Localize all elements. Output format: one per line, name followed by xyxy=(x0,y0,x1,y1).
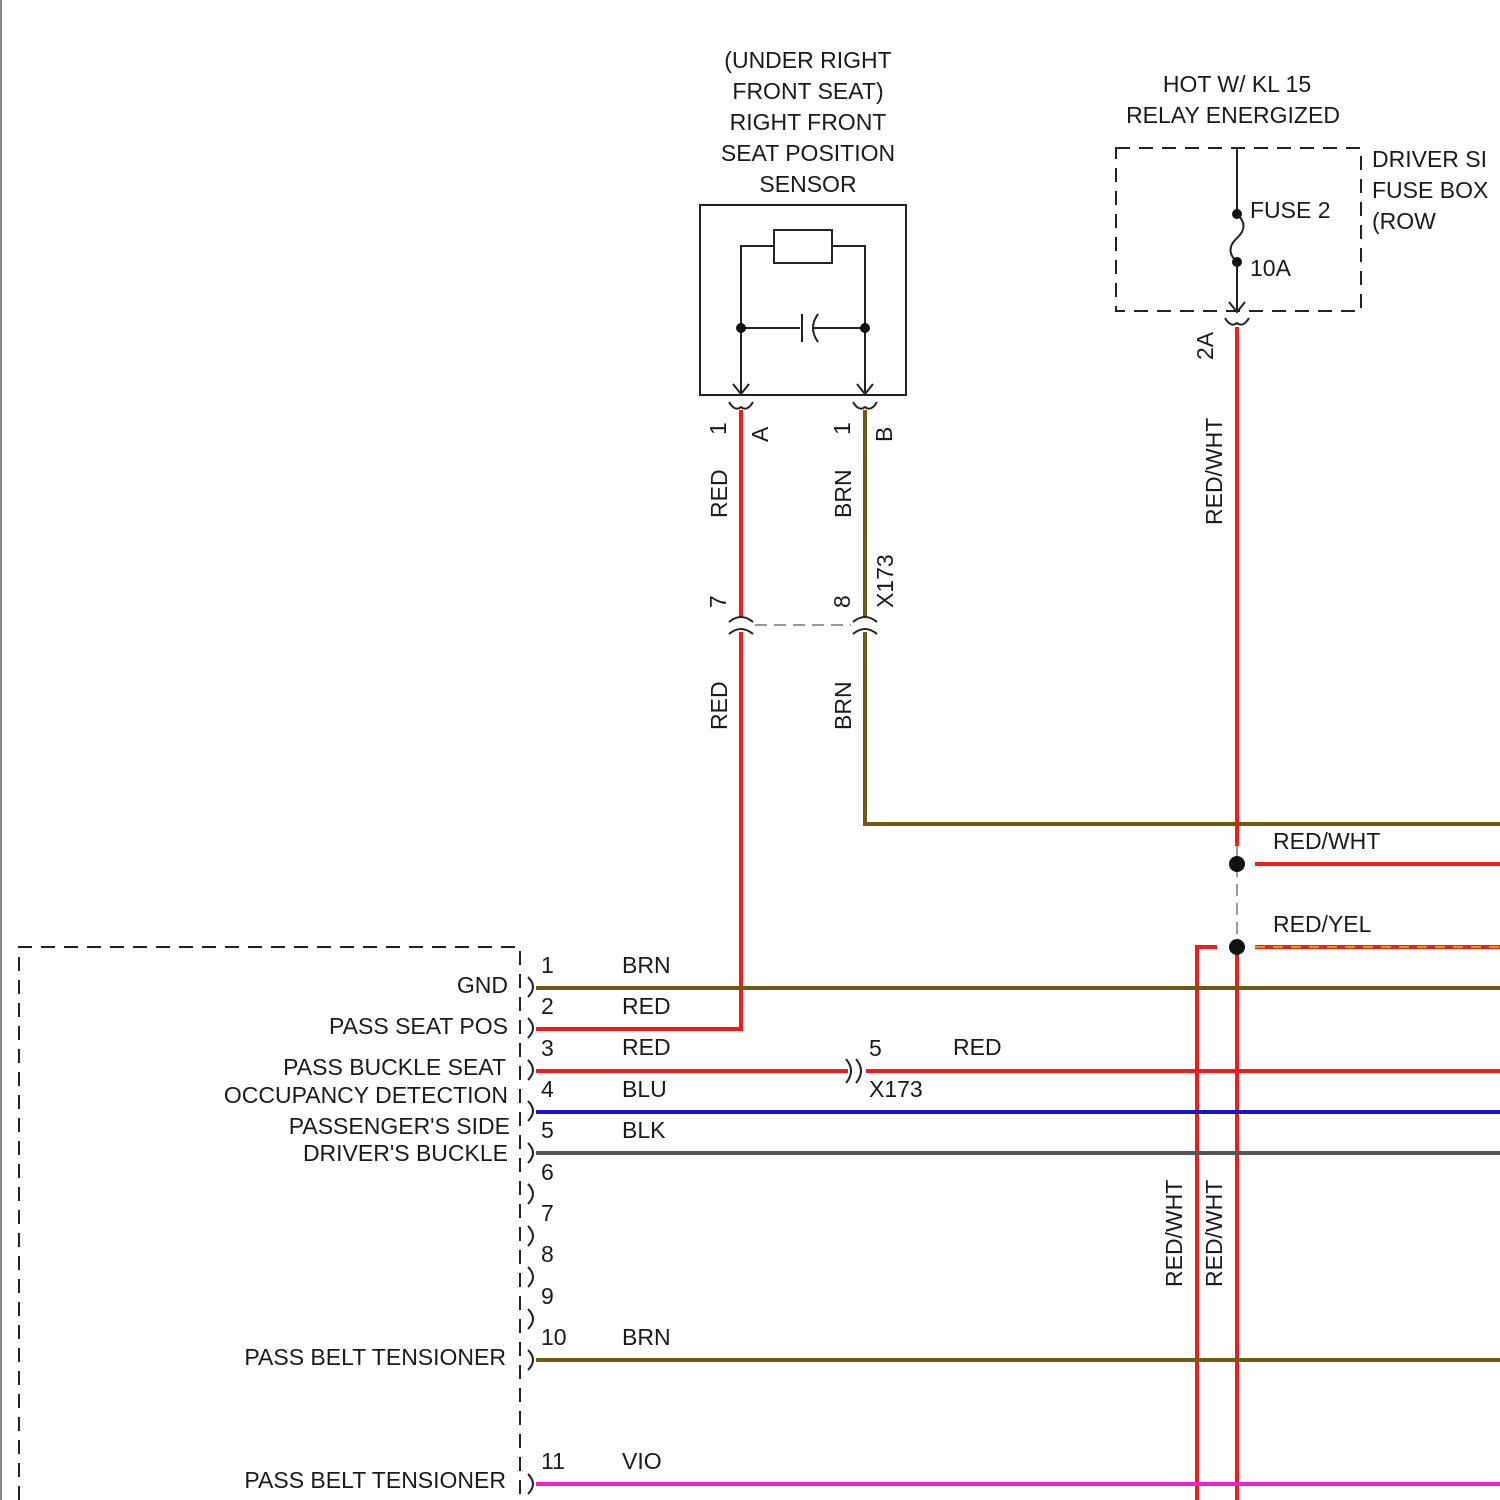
sensor-label-line-3: RIGHT FRONT xyxy=(730,109,887,135)
module-pin-number: 1 xyxy=(541,952,554,978)
module-wire-color: BLU xyxy=(622,1076,667,1102)
x173-pin-7: 7 xyxy=(705,595,731,608)
module-pin-function: PASSENGER'S SIDE xyxy=(289,1113,510,1139)
module-wire-color: BRN xyxy=(622,952,671,978)
module-pin-number: 6 xyxy=(541,1159,554,1185)
sensor-label-line-4: SEAT POSITION xyxy=(721,140,895,166)
x173-pin-8: 8 xyxy=(829,595,855,608)
connector-x173-upper: 7 8 X173 xyxy=(705,554,898,634)
wire-brn-sensor-ground xyxy=(865,632,1500,824)
wire-label-brn-lower: BRN xyxy=(830,681,856,730)
sensor-label-line-1: (UNDER RIGHT xyxy=(724,47,891,73)
connector-x173-middle: 5 X173 RED xyxy=(846,1034,1002,1102)
wire-label-brn-upper: BRN xyxy=(830,469,856,518)
module-pin-function: PASS BELT TENSIONER xyxy=(244,1467,506,1493)
module-wire-color: BLK xyxy=(622,1117,666,1143)
module-wire-color: RED xyxy=(622,1034,671,1060)
splice-upper-label: RED/WHT xyxy=(1273,828,1380,854)
splice-lower-label: RED/YEL xyxy=(1273,911,1372,937)
sensor-pin-a-number: 1 xyxy=(705,422,731,435)
fuse-symbol xyxy=(1231,214,1244,262)
module-wire-color: VIO xyxy=(622,1448,662,1474)
wire-label-vertical-right: RED/WHT xyxy=(1201,1180,1227,1287)
fuse-output-connector xyxy=(1225,318,1249,325)
hot-label-line-1: HOT W/ KL 15 xyxy=(1163,71,1311,97)
sensor-node-right xyxy=(860,323,870,333)
module-pin-number: 2 xyxy=(541,993,554,1019)
seat-position-sensor: (UNDER RIGHT FRONT SEAT) RIGHT FRONT SEA… xyxy=(700,47,906,395)
module-pin-function: OCCUPANCY DETECTION xyxy=(224,1082,508,1108)
resistor-symbol xyxy=(774,230,832,263)
module-pin-number: 7 xyxy=(541,1200,554,1226)
module-pin-function: PASS BELT TENSIONER xyxy=(244,1344,506,1370)
wire-label-fuse-feed: RED/WHT xyxy=(1201,418,1227,525)
sensor-label-line-5: SENSOR xyxy=(759,171,856,197)
module-pin-number: 3 xyxy=(541,1035,554,1061)
fuse-box-outline xyxy=(1116,148,1361,311)
module-pin-number: 4 xyxy=(541,1076,554,1102)
x173-name-upper: X173 xyxy=(872,554,898,608)
module-wire-color: BRN xyxy=(622,1324,671,1350)
x173-mid-pin: 5 xyxy=(869,1035,882,1061)
wire-label-red-lower: RED xyxy=(706,681,732,730)
x173-mid-name: X173 xyxy=(869,1076,923,1102)
splice-upper xyxy=(1229,856,1245,872)
hot-label-line-2: RELAY ENERGIZED xyxy=(1126,102,1340,128)
sensor-label-line-2: FRONT SEAT) xyxy=(732,78,883,104)
module-pin-brackets xyxy=(528,977,533,1494)
fuse-box-label-line-1: DRIVER SI xyxy=(1372,146,1487,172)
wire-label-vertical-left: RED/WHT xyxy=(1161,1180,1187,1287)
splice-lower xyxy=(1229,939,1245,955)
sensor-housing xyxy=(700,205,906,395)
fuse-name: FUSE 2 xyxy=(1250,197,1331,223)
sensor-connector-a xyxy=(729,402,753,409)
module-pin-number: 11 xyxy=(541,1448,565,1474)
module-pin-number: 10 xyxy=(541,1324,567,1350)
fuse-box-label-line-3: (ROW xyxy=(1372,208,1436,234)
fuse-output-pin: 2A xyxy=(1192,331,1218,360)
module-pin-function: PASS BUCKLE SEAT xyxy=(283,1054,506,1080)
sensor-pin-b-letter: B xyxy=(871,427,897,442)
sensor-pin-b-number: 1 xyxy=(829,422,855,435)
wire-label-red-upper: RED xyxy=(706,469,732,518)
module-pin-function: GND xyxy=(457,972,508,998)
x173-mid-wire-label: RED xyxy=(953,1034,1002,1060)
sensor-node-left xyxy=(736,323,746,333)
sensor-internal-right xyxy=(832,246,865,392)
fuse-box-label-line-2: FUSE BOX xyxy=(1372,177,1488,203)
module-pin-function: PASS SEAT POS xyxy=(329,1013,508,1039)
module-pin-number: 9 xyxy=(541,1283,554,1309)
sensor-internal-left xyxy=(741,246,774,392)
sensor-pin-a-letter: A xyxy=(747,426,773,442)
module-pin-number: 8 xyxy=(541,1241,554,1267)
fuse-rating: 10A xyxy=(1250,255,1292,281)
module-wire-color: RED xyxy=(622,993,671,1019)
module-pin-function: DRIVER'S BUCKLE xyxy=(303,1140,508,1166)
module-pin-number: 5 xyxy=(541,1117,554,1143)
fuse-box: HOT W/ KL 15 RELAY ENERGIZED DRIVER SI F… xyxy=(1116,71,1488,360)
sensor-connector-b xyxy=(853,402,877,409)
